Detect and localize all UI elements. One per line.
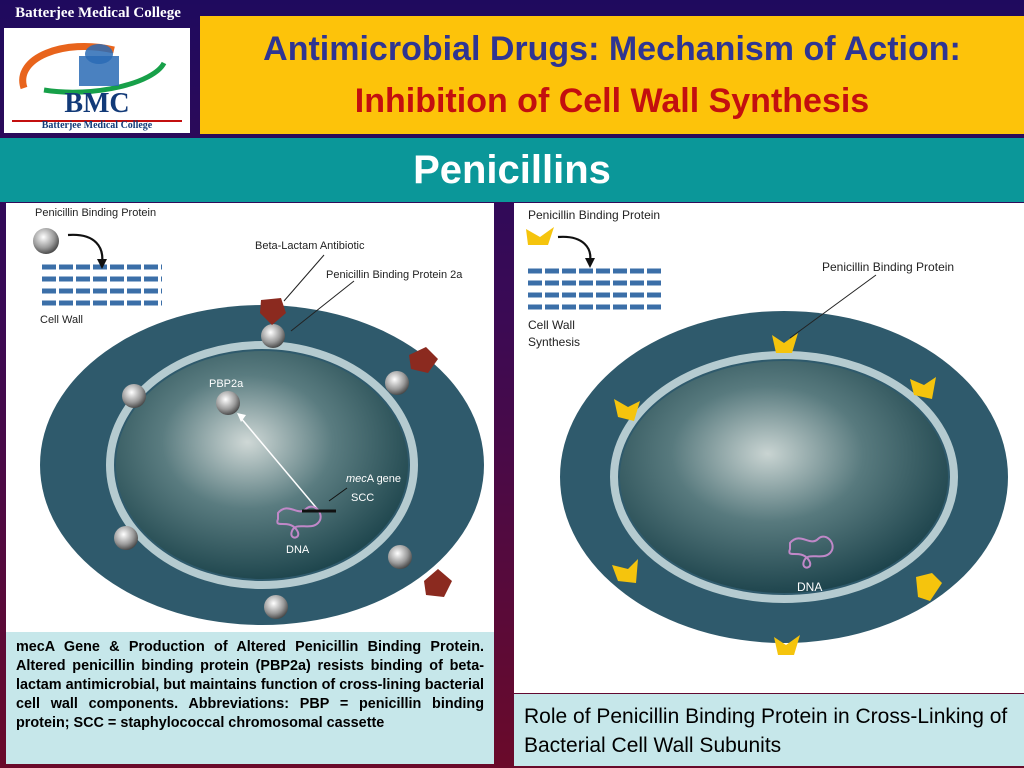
cell-wall-strands xyxy=(528,268,664,310)
cytoplasm xyxy=(620,361,948,593)
college-logo: BMC Batterjee Medical College xyxy=(4,28,190,133)
slide-title: Antimicrobial Drugs: Mechanism of Action… xyxy=(200,23,1024,127)
title-part-1: Antimicrobial Drugs: Mechanism of Action… xyxy=(263,30,961,68)
meca-diagram-panel: Penicillin Binding Protein Cell Wall Bet… xyxy=(6,203,494,633)
cell-wall-strands xyxy=(42,264,162,306)
cell-wall-label-1: Cell Wall xyxy=(528,318,575,332)
logo-graphic xyxy=(12,43,182,122)
cell-wall-label: Cell Wall xyxy=(40,314,83,326)
pbp2a-long-label: Penicillin Binding Protein 2a xyxy=(326,269,463,281)
scc-leader xyxy=(328,487,348,502)
logo-abbr: BMC xyxy=(64,88,130,119)
pbp-label: Penicillin Binding Protein xyxy=(35,207,156,219)
title-banner: Antimicrobial Drugs: Mechanism of Action… xyxy=(200,16,1024,134)
pbp2a-label: PBP2a xyxy=(209,378,244,390)
cell-membrane xyxy=(610,351,958,603)
pbp-proteins xyxy=(612,333,942,655)
pbp-legend-icon xyxy=(526,227,554,245)
beta-lactam-label: Beta-Lactam Antibiotic xyxy=(255,240,365,252)
pbp-knobs xyxy=(114,324,412,619)
logo-subtitle: Batterjee Medical College xyxy=(41,120,153,131)
meca-caption: mecA Gene & Production of Altered Penici… xyxy=(6,632,494,764)
meca-gene-label: mecA gene xyxy=(346,473,401,485)
scc-label: SCC xyxy=(351,492,374,504)
pbp-leader xyxy=(789,274,877,339)
pbp2a-leader xyxy=(290,280,355,332)
cytoplasm xyxy=(116,351,408,579)
meca-diagram: Penicillin Binding Protein Cell Wall Bet… xyxy=(33,207,484,625)
cell-wall-label-2: Synthesis xyxy=(528,335,580,349)
cell-membrane xyxy=(106,341,418,589)
dna-label: DNA xyxy=(797,580,822,594)
meca-to-pbp2a-arrow xyxy=(239,416,320,512)
pbp-diagram-panel: Penicillin Binding Protein Cell Wall Syn… xyxy=(514,203,1024,693)
pbp-top-label: Penicillin Binding Protein xyxy=(528,208,660,222)
arrow-icon xyxy=(557,235,592,262)
beta-lactam-leader xyxy=(283,254,325,302)
dna-strand xyxy=(788,535,834,569)
college-name: Batterjee Medical College xyxy=(15,5,181,21)
section-title: Penicillins xyxy=(0,138,1024,202)
dna-label: DNA xyxy=(286,544,310,556)
title-part-2: Inhibition of Cell Wall Synthesis xyxy=(354,82,870,120)
arrow-icon xyxy=(67,233,104,264)
pbp-caption: Role of Penicillin Binding Protein in Cr… xyxy=(514,694,1024,766)
pbp-legend-knob xyxy=(33,228,59,254)
pbp-label: Penicillin Binding Protein xyxy=(822,260,954,274)
pbp-diagram: Penicillin Binding Protein Cell Wall Syn… xyxy=(526,208,1008,655)
beta-lactam-antibiotics xyxy=(260,298,452,597)
